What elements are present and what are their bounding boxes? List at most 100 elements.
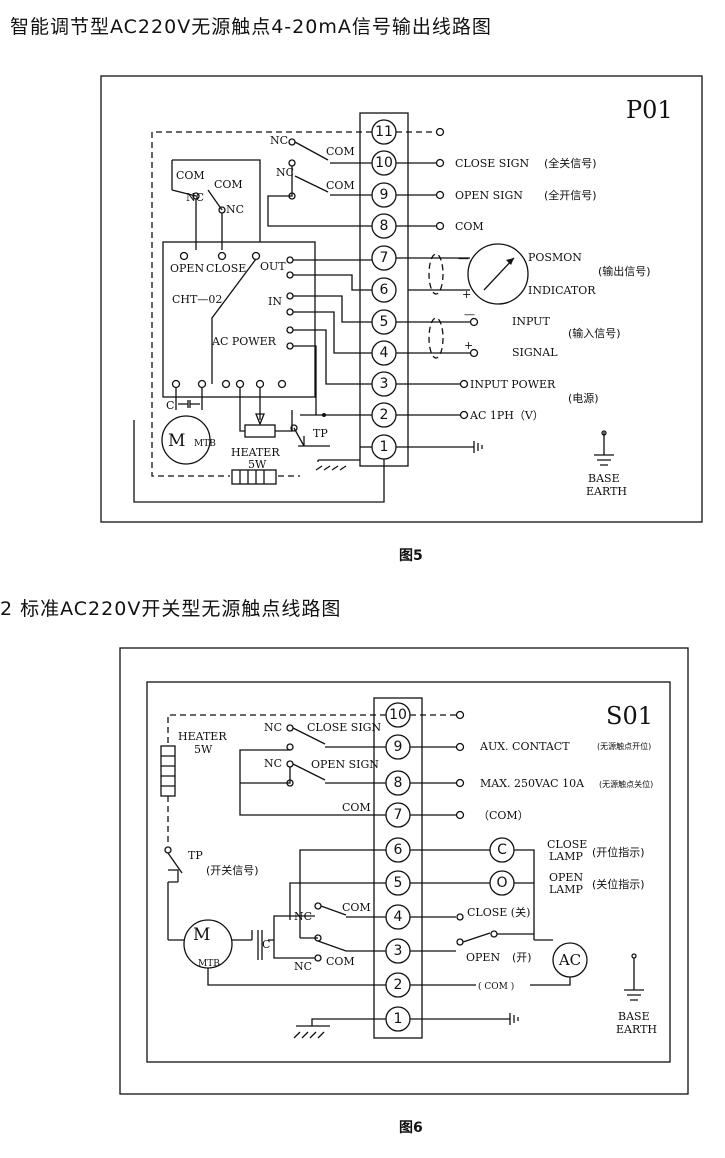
fig6-earth-label: EARTH	[616, 1023, 657, 1036]
fig6-inner-frame	[146, 681, 671, 1063]
fig6-com-4: COM	[342, 901, 371, 914]
fig6-close-cn: CLOSE (关)	[467, 905, 530, 919]
fig5-terminal-9-label: 9	[380, 187, 389, 203]
fig5-heater-w: 5W	[248, 458, 267, 471]
fig5-in-label: IN	[268, 295, 282, 308]
fig5-close-sign-cn: (全关信号)	[544, 156, 597, 170]
fig6-max-label: MAX. 250VAC 10A	[480, 777, 585, 790]
fig6-terminal-6-label: 6	[394, 842, 403, 858]
fig5-heater-label: HEATER	[231, 446, 280, 459]
fig6-com-paren: （COM）	[478, 809, 529, 822]
fig5-terminal-5-label: 5	[380, 314, 389, 330]
fig5-left-wiring: NC COM NC COM CHT—02 COM COM NC NC	[133, 131, 385, 503]
fig6-com-7: COM	[342, 801, 371, 814]
fig6-close-lamp-cn: (开位指示)	[592, 845, 645, 859]
fig6-code: S01	[606, 702, 653, 730]
fig5-internal-com-2: COM	[214, 178, 243, 191]
fig6-tp-label: TP	[188, 849, 203, 862]
fig6-tp-cn: (开关信号)	[206, 863, 259, 877]
fig6-close-lamp-2: LAMP	[549, 850, 584, 863]
fig6-open-lamp-2: LAMP	[549, 883, 584, 896]
fig5-terminal-2-label: 2	[380, 407, 389, 423]
fig5-tp-label: TP	[313, 427, 328, 440]
fig5-com-second: COM	[326, 179, 355, 192]
fig6-open-lamp-1: OPEN	[549, 871, 583, 884]
fig5-terminals: 11 10 9 8 7 6 5 4 3 2 1	[371, 119, 397, 460]
fig5-terminal-10-label: 10	[375, 155, 393, 171]
fig6-diagram: S01 10 9 8 7 6 5 4 3 2 1	[119, 647, 689, 1095]
fig6-max-cn: (无源触点关位)	[599, 779, 653, 789]
fig6-motor-mtb: MTB	[198, 959, 220, 969]
fig6-terminal-10-label: 10	[389, 707, 407, 723]
fig6-aux-cn: (无源触点开位)	[597, 741, 651, 751]
fig5-input-plus: +	[464, 339, 473, 352]
fig5-earth-icon	[594, 430, 614, 466]
fig6-terminal-4-label: 4	[394, 909, 403, 925]
fig5-cht02-module	[162, 241, 316, 398]
fig6-terminal-7-label: 7	[394, 807, 403, 823]
fig6-lamp-o: O	[496, 875, 507, 891]
fig5-nc-top: NC	[270, 134, 288, 147]
fig6-com-small: ( COM )	[478, 981, 514, 992]
fig5-heading: 智能调节型AC220V无源触点4-20mA信号输出线路图	[10, 16, 492, 38]
fig5-terminal-8-label: 8	[380, 218, 389, 234]
fig5-ac-power-label: AC POWER	[211, 335, 277, 348]
fig6-terminal-strip	[373, 697, 423, 1039]
fig6-caption: 图6	[399, 1120, 423, 1136]
fig5-indicator-meter	[467, 243, 529, 305]
fig5-close-sign-label: CLOSE SIGN	[455, 157, 529, 170]
fig5-code: P01	[626, 96, 673, 124]
fig5-indicator-label: INDICATOR	[528, 284, 596, 297]
fig5-motor-mtb: MTB	[194, 439, 216, 449]
fig5-earth-label: EARTH	[586, 485, 627, 498]
fig5-input-power-label: INPUT POWER	[470, 378, 556, 391]
fig6-outer-frame	[119, 647, 689, 1095]
fig5-frame	[100, 75, 703, 523]
fig5-com-label: COM	[455, 220, 484, 233]
fig5-input-minus: —	[464, 308, 475, 321]
fig5-ac1ph-label: AC 1PH（V）	[469, 409, 544, 422]
fig5-internal-com-1: COM	[176, 169, 205, 182]
fig6-nc-4: NC	[294, 960, 312, 973]
fig5-diagram: P01 11 10 9 8 7 6 5 4 3 2 1	[100, 75, 703, 523]
fig6-heading: 2 标准AC220V开关型无源触点线路图	[0, 598, 342, 620]
fig5-terminal-6-label: 6	[380, 282, 389, 298]
fig5-meter-minus: —	[458, 252, 469, 265]
fig5-motor-m: M	[168, 431, 185, 451]
fig5-close-label: CLOSE	[206, 262, 246, 275]
fig5-posmon-label: POSMON	[528, 251, 582, 264]
fig5-com-top: COM	[326, 145, 355, 158]
fig6-cap-label: C	[262, 938, 270, 951]
fig6-lamp-c: C	[497, 842, 507, 858]
fig6-terminal-5-label: 5	[394, 875, 403, 891]
fig6-com-3: COM	[326, 955, 355, 968]
fig5-terminal-11-label: 11	[375, 124, 393, 140]
fig5-internal-nc-2: NC	[226, 203, 244, 216]
fig5-terminal-1-label: 1	[380, 439, 389, 455]
fig5-open-sign-label: OPEN SIGN	[455, 189, 523, 202]
fig6-open-label: OPEN	[466, 951, 500, 964]
fig6-heater	[160, 745, 176, 797]
fig6-earth-icon	[624, 953, 644, 1001]
fig6-right-wiring: AUX. CONTACT (无源触点开位) MAX. 250VAC 10A (无…	[410, 710, 657, 1036]
fig6-terminal-9-label: 9	[394, 739, 403, 755]
fig5-heater	[231, 469, 277, 485]
fig6-terminal-2-label: 2	[394, 977, 403, 993]
fig6-close-lamp-1: CLOSE	[547, 838, 587, 851]
fig5-base-label: BASE	[588, 472, 620, 485]
fig5-caption: 图5	[399, 548, 423, 564]
fig5-signal-label: SIGNAL	[512, 346, 558, 359]
fig6-left-wiring: HEATER 5W TP (开关信号) NC CLOSE SIGN NC OPE…	[160, 714, 386, 1039]
fig5-terminal-7-label: 7	[380, 250, 389, 266]
fig5-open-label: OPEN	[170, 262, 204, 275]
fig5-cht-label: CHT—02	[172, 293, 222, 306]
fig6-nc-1: NC	[264, 721, 282, 734]
fig5-meter-plus: +	[462, 288, 471, 301]
fig6-terminal-8-label: 8	[394, 775, 403, 791]
fig6-motor-m: M	[193, 925, 210, 945]
fig5-power-cn: (电源)	[568, 391, 599, 405]
fig6-heater-label: HEATER	[178, 730, 227, 743]
fig5-out-label: OUT	[260, 260, 286, 273]
fig5-output-cn: (输出信号)	[598, 264, 651, 278]
